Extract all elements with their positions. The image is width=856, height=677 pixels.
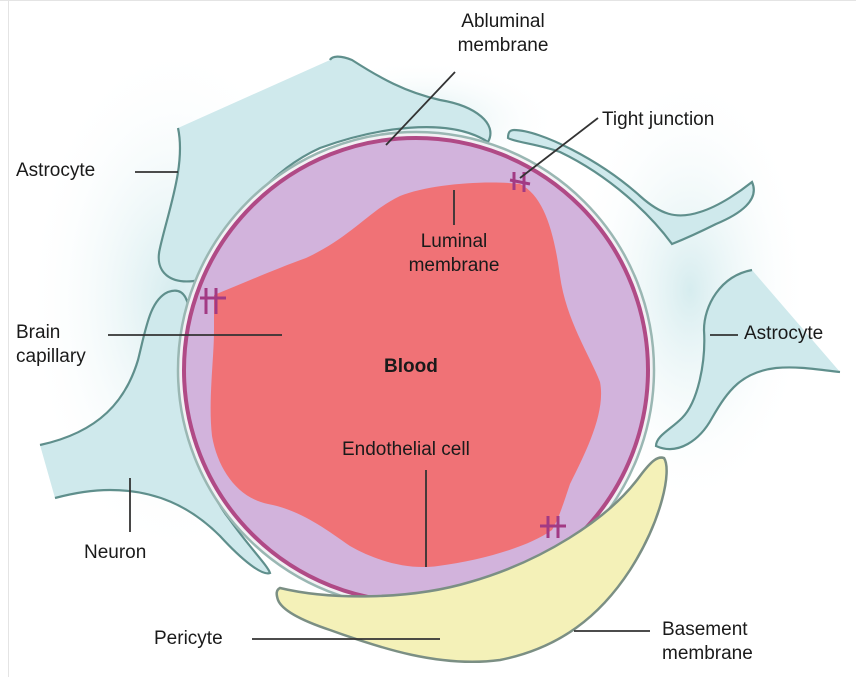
label-luminal-line1: Luminal: [384, 230, 524, 254]
label-neuron: Neuron: [84, 541, 146, 565]
label-luminal-membrane: Luminal membrane: [384, 230, 524, 278]
label-pericyte: Pericyte: [154, 627, 223, 651]
label-brain-capillary-line2: capillary: [16, 345, 86, 369]
label-endothelial-cell: Endothelial cell: [342, 438, 470, 462]
label-basement-line1: Basement: [662, 618, 753, 642]
label-basement-line2: membrane: [662, 642, 753, 666]
label-tight-junction: Tight junction: [602, 108, 714, 132]
label-brain-capillary-line1: Brain: [16, 321, 86, 345]
label-blood: Blood: [384, 355, 438, 379]
label-abluminal-line1: Abluminal: [438, 10, 568, 34]
label-astrocyte-left: Astrocyte: [16, 159, 95, 183]
label-basement-membrane: Basement membrane: [662, 618, 753, 666]
label-abluminal-membrane: Abluminal membrane: [438, 10, 568, 58]
label-luminal-line2: membrane: [384, 254, 524, 278]
label-astrocyte-right: Astrocyte: [744, 322, 823, 346]
label-brain-capillary: Brain capillary: [16, 321, 86, 369]
label-abluminal-line2: membrane: [438, 34, 568, 58]
